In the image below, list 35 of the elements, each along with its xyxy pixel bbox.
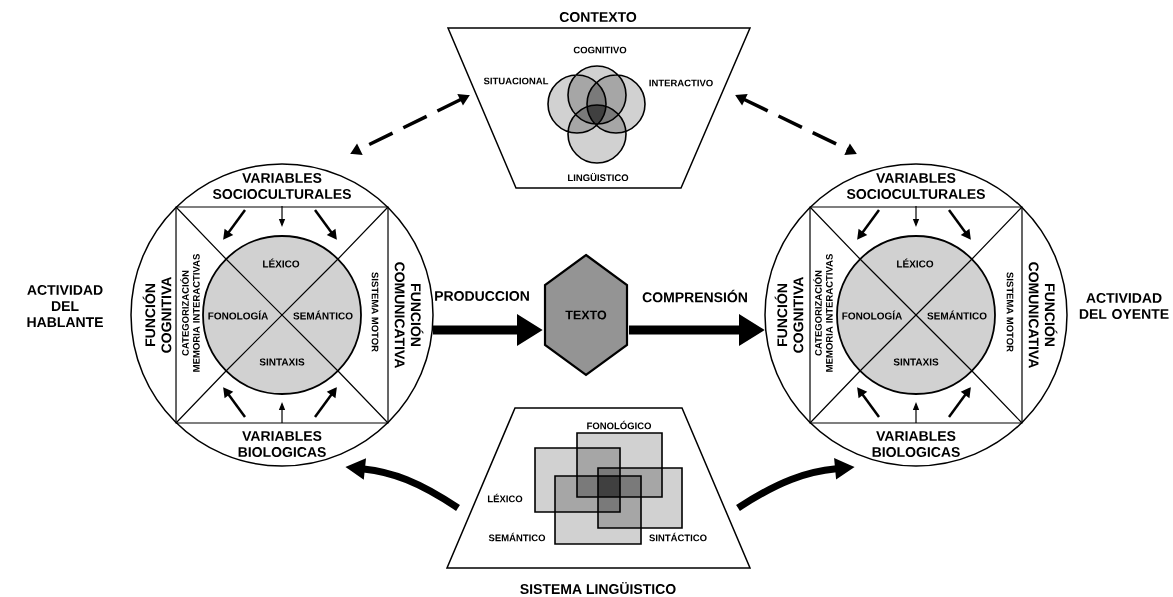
hexagon-label: TEXTO [565,310,607,320]
side-label: SISTEMA MOTOR [1006,272,1014,352]
heading: SISTEMA LINGÜISTICO [520,581,676,595]
sector-label: LÉXICO [897,258,934,268]
rectangle-label: SEMÁNTICO [488,532,546,542]
side-label: CATEGORIZACIÓN MEMORIA INTERACTIVAS [813,254,833,372]
sector-label: FONOLOGÍA [208,310,269,320]
sector-label: SEMÁNTICO [927,310,987,320]
segment-label: FUNCIÓN COGNITIVA [774,277,804,353]
segment-label: VARIABLES SOCIOCULTURALES [212,173,351,199]
circle-label: SITUACIONAL [483,77,549,85]
sector-label: LÉXICO [263,258,300,268]
sector-label: FONOLOGÍA [842,310,903,320]
sector-label: SINTAXIS [893,358,939,366]
segment-label: FUNCIÓN COMUNICATIVA [1028,262,1058,369]
sector-label: SINTAXIS [259,358,305,366]
rectangle-label: FONOLÓGICO [587,420,652,430]
sector-label: SEMÁNTICO [293,310,353,320]
side-caption: ACTIVIDAD DEL OYENTE [1079,293,1169,319]
edge-label: PRODUCCION [433,290,531,302]
side-caption: ACTIVIDAD DEL HABLANTE [27,285,103,327]
side-label: SISTEMA MOTOR [371,272,379,352]
rectangle-label: SINTÁCTICO [649,532,707,542]
rectangle-label: LÉXICO [487,493,523,503]
heading: CONTEXTO [559,12,637,22]
circle-label: COGNITIVO [573,46,627,54]
segment-label: FUNCIÓN COMUNICATIVA [394,262,424,369]
circle-label: INTERACTIVO [649,79,713,87]
edge-label: COMPRENSIÓN [641,288,749,304]
segment-label: VARIABLES BIOLOGICAS [238,431,326,457]
segment-label: VARIABLES SOCIOCULTURALES [846,173,985,199]
segment-label: FUNCIÓN COGNITIVA [142,277,172,353]
circle-label: LINGÜISTICO [568,172,629,182]
segment-label: VARIABLES BIOLOGICAS [872,431,960,457]
side-label: CATEGORIZACIÓN MEMORIA INTERACTIVAS [180,254,200,372]
